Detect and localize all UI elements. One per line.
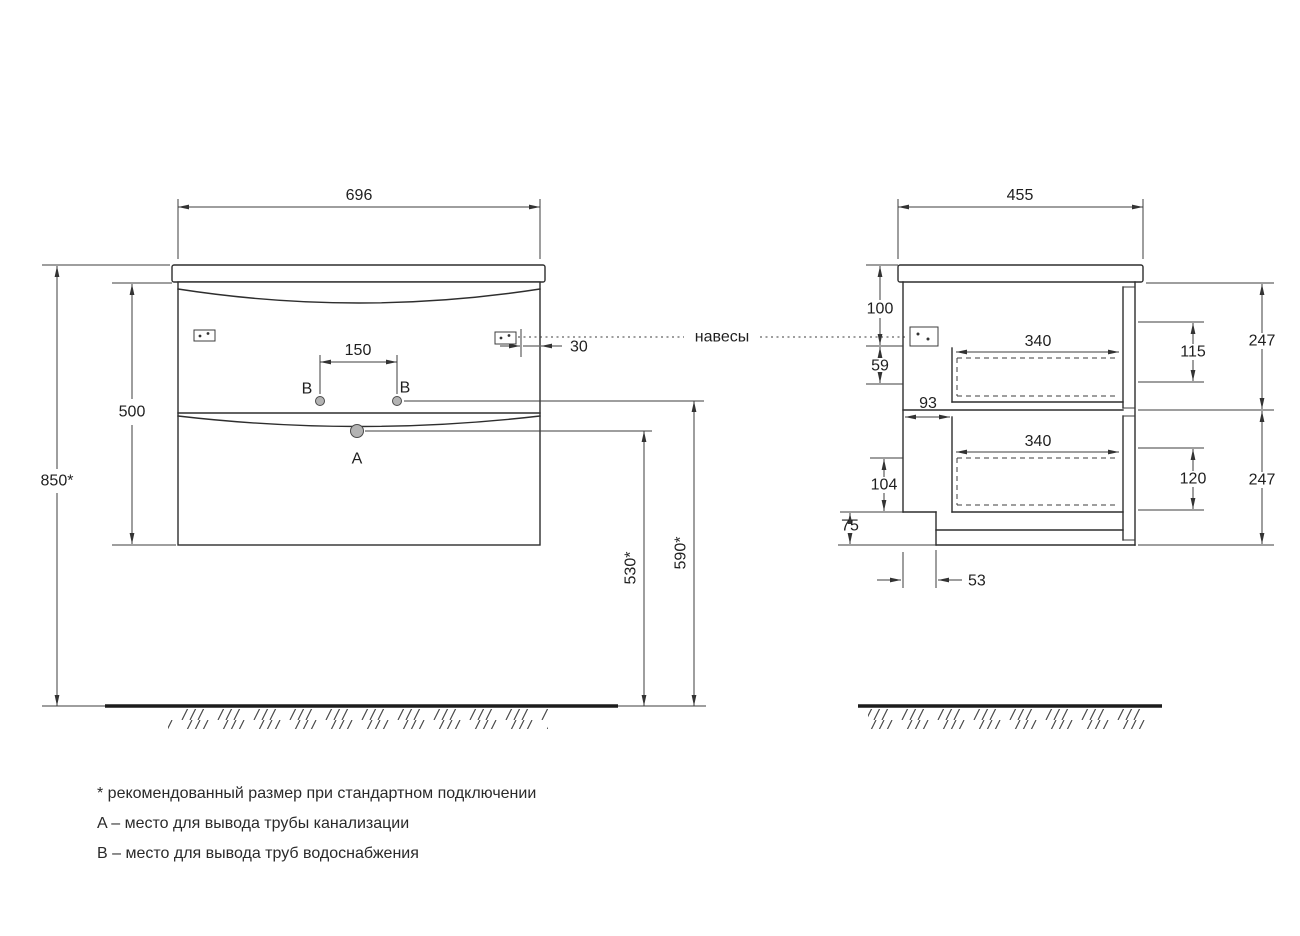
hangers-annotation: навесы	[518, 329, 908, 346]
dim-total-height: 850*	[41, 264, 170, 707]
dim-120: 120	[1138, 447, 1207, 511]
dim-104-label: 104	[871, 477, 898, 494]
dim-75: 75	[838, 513, 936, 546]
dim-120-label: 120	[1180, 471, 1207, 488]
label-a: A	[352, 451, 363, 468]
dim-depth-label: 455	[1007, 187, 1034, 204]
hangers-label: навесы	[695, 329, 749, 346]
hanger-bracket-right-icon	[494, 329, 522, 357]
countertop-front	[171, 264, 546, 283]
dim-104: 104	[840, 457, 903, 513]
dim-depth: 455	[897, 187, 1144, 259]
drain-point	[350, 424, 364, 438]
dim-340-bottom-label: 340	[1025, 433, 1052, 450]
floor-hatch-right	[868, 709, 1152, 729]
supply-point-left	[315, 396, 325, 406]
hanger-bracket-left-icon	[193, 329, 216, 342]
label-b-right: B	[400, 380, 411, 397]
legend: * рекомендованный размер при стандартном…	[97, 785, 536, 862]
drain-point-group: A	[350, 424, 364, 468]
side-view: 455 100 59 93 340 340	[838, 187, 1275, 590]
front-view: B B A 696 500 850*	[41, 187, 706, 707]
dim-53: 53	[877, 550, 986, 590]
dim-59-label: 59	[871, 358, 889, 375]
dim-drain-height: 530*	[365, 430, 652, 706]
dim-cabinet-height: 500	[112, 282, 176, 546]
dim-247-bottom: 247	[1138, 411, 1276, 546]
label-b-left: B	[302, 381, 313, 398]
dim-width: 696	[177, 187, 541, 259]
dim-drawer-depth-top: 340	[956, 333, 1119, 355]
dim-total-height-label: 850*	[41, 473, 74, 490]
dim-247-top-label: 247	[1249, 333, 1276, 350]
dim-115-label: 115	[1180, 344, 1206, 361]
dim-supply-height: 590*	[404, 400, 704, 706]
hanger-bracket-side-icon	[909, 326, 939, 347]
dim-width-label: 696	[346, 187, 373, 204]
dim-59: 59	[866, 347, 903, 385]
dim-drawer-depth-bottom: 340	[956, 433, 1119, 455]
dim-247-top: 247	[1138, 282, 1276, 411]
dim-75-label: 75	[841, 518, 859, 535]
dim-53-label: 53	[968, 573, 986, 590]
dim-340-top-label: 340	[1025, 333, 1052, 350]
sink-front-curve	[177, 288, 541, 304]
dim-247-bottom-label: 247	[1249, 472, 1276, 489]
countertop-side	[897, 264, 1144, 283]
dim-115: 115	[1138, 321, 1206, 383]
dim-cabinet-height-label: 500	[119, 404, 146, 421]
dim-100: 100	[866, 264, 903, 347]
supply-points: B B	[302, 380, 411, 406]
dim-100-label: 100	[867, 301, 894, 318]
floor	[105, 704, 1162, 729]
legend-note-b: B – место для вывода труб водоснабжения	[97, 845, 419, 862]
dim-93-label: 93	[919, 395, 937, 412]
dim-drain-height-label: 530*	[623, 552, 640, 585]
legend-note-a: A – место для вывода трубы канализации	[97, 815, 409, 832]
dim-faucet-spacing-label: 150	[345, 342, 372, 359]
dim-93: 93	[905, 395, 950, 420]
dim-faucet-spacing: 150	[319, 342, 398, 394]
floor-hatch-left	[168, 709, 548, 729]
dim-hanger-offset-label: 30	[570, 339, 588, 356]
supply-point-right	[392, 396, 402, 406]
dim-hanger-offset: 30	[500, 339, 588, 356]
legend-note-size: * рекомендованный размер при стандартном…	[97, 785, 536, 802]
dim-supply-height-label: 590*	[673, 537, 690, 570]
